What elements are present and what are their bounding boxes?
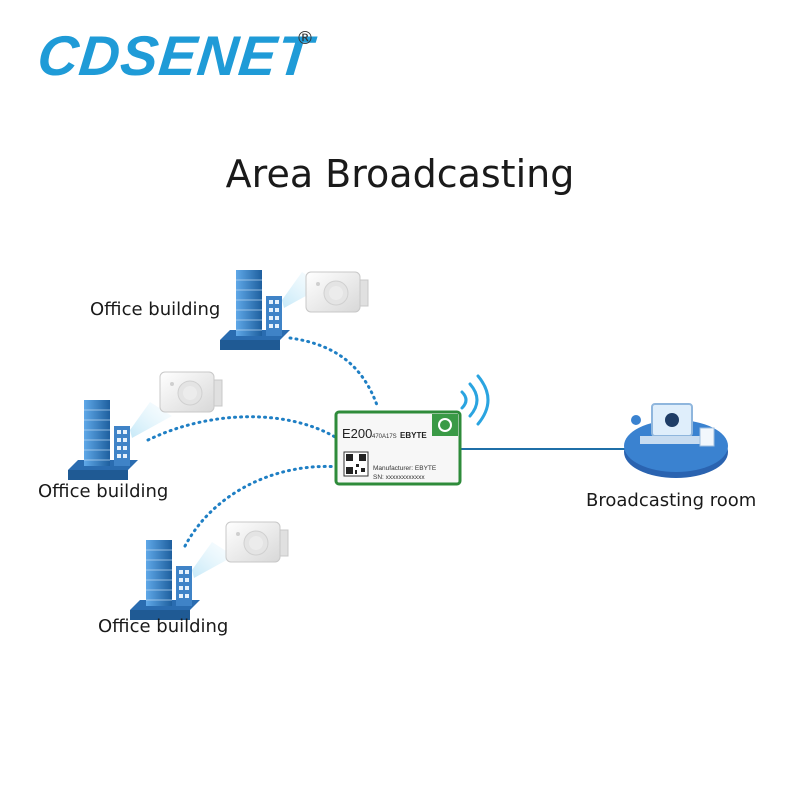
diagram-title: Area Broadcasting <box>225 152 575 196</box>
label-office-3: Office building <box>98 616 229 637</box>
speaker-icon <box>159 371 223 413</box>
office-building-3 <box>129 539 235 621</box>
module-variant: 470A17S <box>372 434 397 440</box>
module-manufacturer: Manufacturer: EBYTE <box>373 465 437 472</box>
office-building-2 <box>67 399 173 481</box>
link-office-3 <box>183 464 342 548</box>
module-model: E200 <box>342 426 372 441</box>
signal-icon <box>460 374 490 426</box>
speaker-icon <box>225 521 289 563</box>
wireless-links <box>146 336 380 548</box>
link-office-1 <box>288 336 380 410</box>
speaker-icon <box>305 271 369 313</box>
module-brand: EBYTE <box>400 431 427 440</box>
module-serial: SN: xxxxxxxxxxxx <box>373 474 425 481</box>
label-office-1: Office building <box>90 299 221 320</box>
label-broadcasting-room: Broadcasting room <box>586 490 757 511</box>
registered-mark: ® <box>296 28 314 49</box>
broadcasting-room-icon <box>624 403 728 478</box>
e200-module: E200 470A17S EBYTE Manufacturer: EBYTE S… <box>334 410 462 486</box>
qr-code-icon <box>343 451 369 477</box>
label-office-2: Office building <box>38 481 169 502</box>
link-office-2 <box>146 415 342 442</box>
